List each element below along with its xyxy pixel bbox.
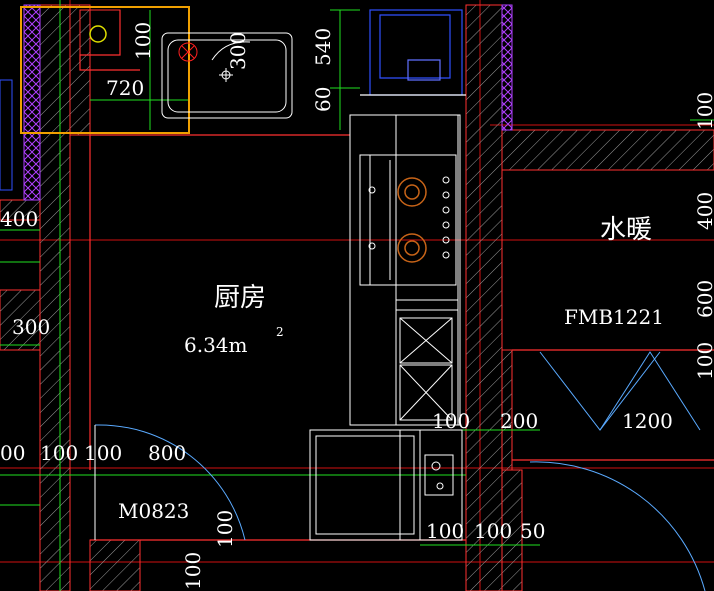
burner-top [397,177,427,207]
dim-right-400: 400 [693,192,714,230]
dim-right-100-bottom: 100 [693,342,714,380]
stove-burners [397,177,427,263]
dim-00: 00 [0,441,25,465]
door-code: M0823 [118,499,189,523]
dim-800: 800 [148,441,186,465]
kitchen-sink [161,32,293,119]
room-name: 厨房 [214,283,266,313]
dimension-labels: 720 100 300 540 60 400 300 00 100 100 80… [0,22,714,590]
adjacent-room-name: 水暖 [600,215,652,245]
insulation-strips [0,4,513,201]
burner-bottom [397,233,427,263]
dim-bottom-100-b: 100 [474,519,512,543]
dim-60-vertical: 60 [311,87,335,112]
dim-300-vertical: 300 [226,32,250,70]
dim-bottom-50: 50 [520,519,545,543]
dim-100-vertical: 100 [131,22,155,60]
dim-right-100-top: 100 [693,92,714,130]
dim-540-vertical: 540 [311,28,335,66]
stove-knobs [368,176,450,259]
room-area-superscript: 2 [276,325,284,339]
fire-door-code: FMB1221 [564,305,664,329]
dim-400-left: 400 [0,207,38,231]
pipe-shaft [79,9,121,56]
kitchen-counter [349,114,461,426]
dim-100-bottom-vertical: 100 [181,552,205,590]
dim-100-a: 100 [40,441,78,465]
dim-bottom-100-a: 100 [426,519,464,543]
door-swings [94,351,706,591]
dim-1200: 1200 [622,409,673,433]
dim-mid-200: 200 [500,409,538,433]
selection-highlight-box [20,6,190,134]
dim-door-100: 100 [213,510,237,548]
drain-circle [89,25,107,43]
dim-720: 720 [106,76,144,100]
room-area: 6.34m [184,333,248,357]
washbasin-fixture [360,9,466,96]
dim-300-left: 300 [12,315,50,339]
appliance-unit [309,429,463,541]
dim-mid-100: 100 [432,409,470,433]
room-labels: 厨房 6.34m 2 水暖 M0823 FMB1221 [118,215,664,523]
dim-right-600: 600 [693,280,714,318]
dim-100-b: 100 [84,441,122,465]
